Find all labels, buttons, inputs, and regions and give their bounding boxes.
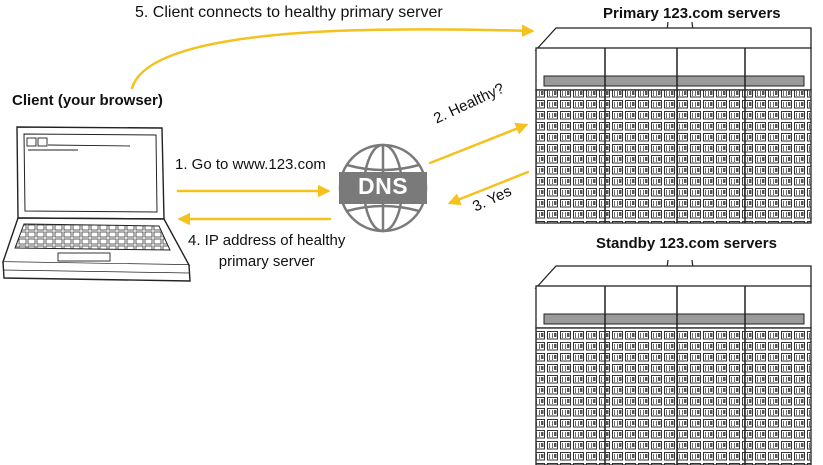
step1-label: 1. Go to www.123.com [175,156,326,173]
arrow-step2 [428,122,529,165]
arrow-step3 [447,170,530,206]
dns-label: DNS [357,173,409,199]
step4-line2: primary server [218,253,315,270]
arrow-step5 [130,24,535,90]
standby-servers-title: Standby 123.com servers [596,235,777,252]
laptop-icon [2,126,191,282]
dns-badge [339,172,427,204]
step4-line1: 4. IP address of healthy [188,232,346,249]
client-title: Client (your browser) [12,92,163,109]
step5-label: 5. Client connects to healthy primary se… [135,4,443,21]
primary-server-rack [534,21,812,224]
primary-servers-title: Primary 123.com servers [603,5,781,22]
step4-label: 4. IP address of healthy primary server [188,230,345,272]
standby-server-rack [534,259,812,465]
